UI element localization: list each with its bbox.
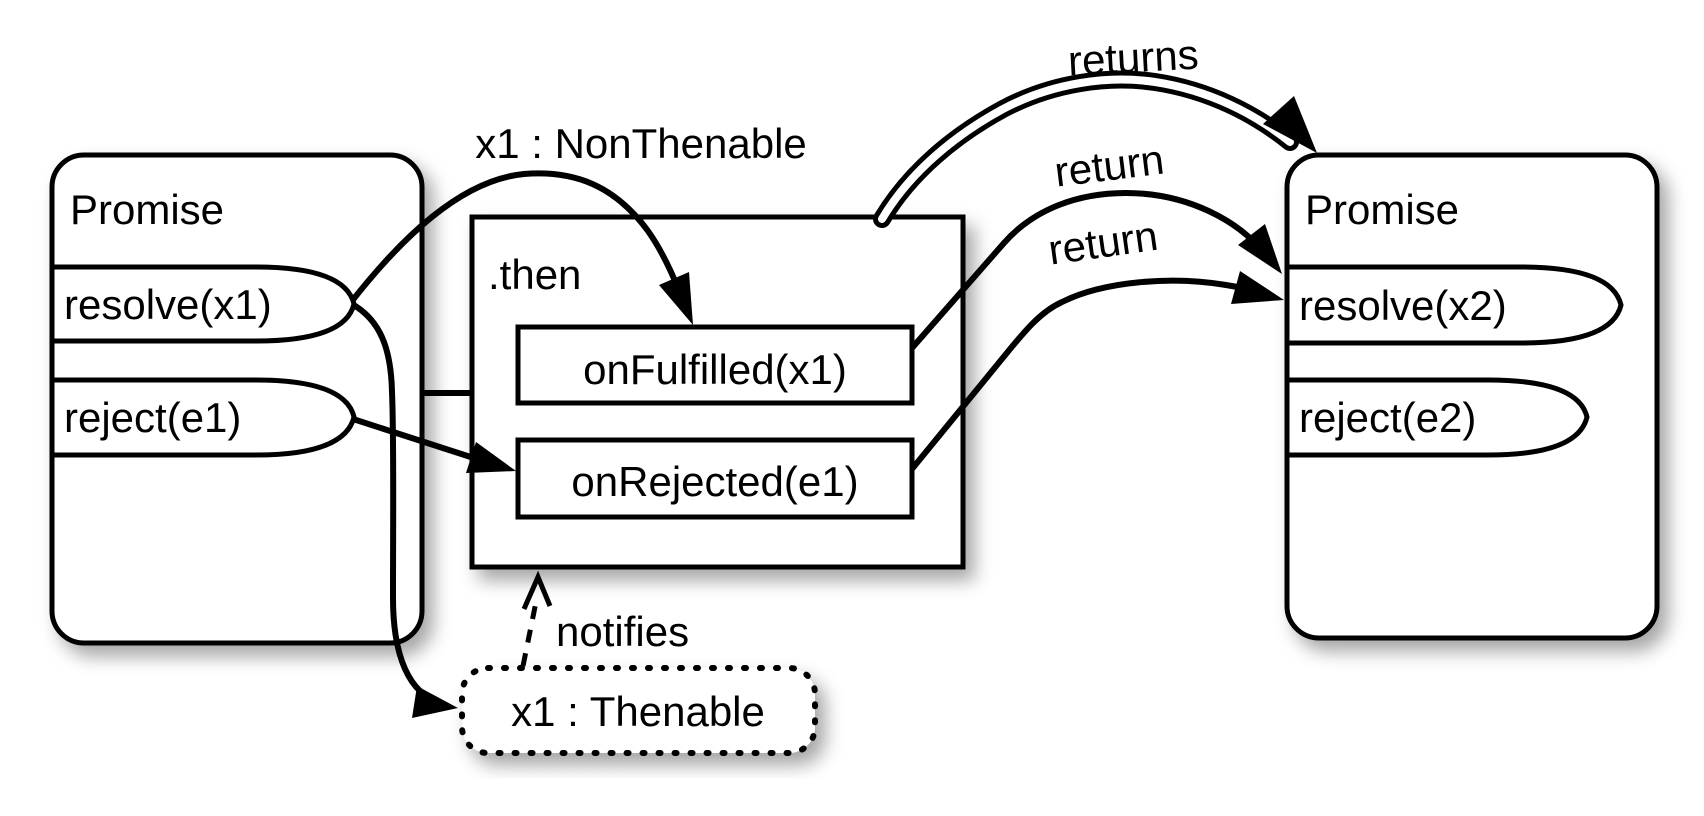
arrow-nonthenable-head [659,272,693,325]
promise2-title: Promise [1305,186,1459,233]
on-rejected-label: onRejected(e1) [571,458,858,505]
arrow-thenable-head [412,686,458,718]
arrow-reject-curve [352,416,481,463]
promise1-box: Promise resolve(x1) reject(e1) [49,152,425,646]
then-box: .then onFulfilled(x1) onRejected(e1) [469,214,966,570]
promise1-resolve-label: resolve(x1) [64,281,272,328]
label-nonthenable: x1 : NonThenable [475,120,807,167]
thenable-box: x1 : Thenable [459,665,818,756]
promise2-resolve-slot [1287,264,1624,346]
arrow-returns-head [1263,96,1317,153]
label-return-fulfilled: return [1052,136,1167,196]
promise1-reject-label: reject(e1) [64,394,241,441]
arrow-return-fulfilled-head [1238,224,1282,274]
promise2-resolve-label: resolve(x2) [1299,282,1507,329]
thenable-label: x1 : Thenable [511,688,765,735]
on-rejected-box [515,437,915,520]
label-returns: returns [1067,31,1200,85]
arrow-notifies-dashed [520,601,539,667]
promise2-box: Promise resolve(x2) reject(e2) [1284,152,1660,641]
promise1-title: Promise [70,186,224,233]
arrow-return-fulfilled-curve [909,189,1270,350]
arrow-notifies-head [521,570,553,611]
promise2-reject-label: reject(e2) [1299,394,1476,441]
then-title: .then [488,251,581,298]
arrow-thenable-curve [350,301,442,706]
on-fulfilled-label: onFulfilled(x1) [583,346,847,393]
arrow-nonthenable-curve [349,170,690,314]
on-fulfilled-box [515,324,915,406]
promise2-outline [1284,152,1660,641]
label-return-rejected: return [1045,212,1160,274]
promise2-reject-slot [1287,377,1590,458]
arrows [349,70,1317,718]
thenable-outline [459,665,818,756]
arrow-return-rejected-head [1231,271,1284,304]
label-notifies: notifies [556,608,689,655]
arrow-return-rejected-curve [909,277,1274,471]
arrow-reject-head [466,442,516,473]
arrow-returns-inner [878,75,1294,223]
